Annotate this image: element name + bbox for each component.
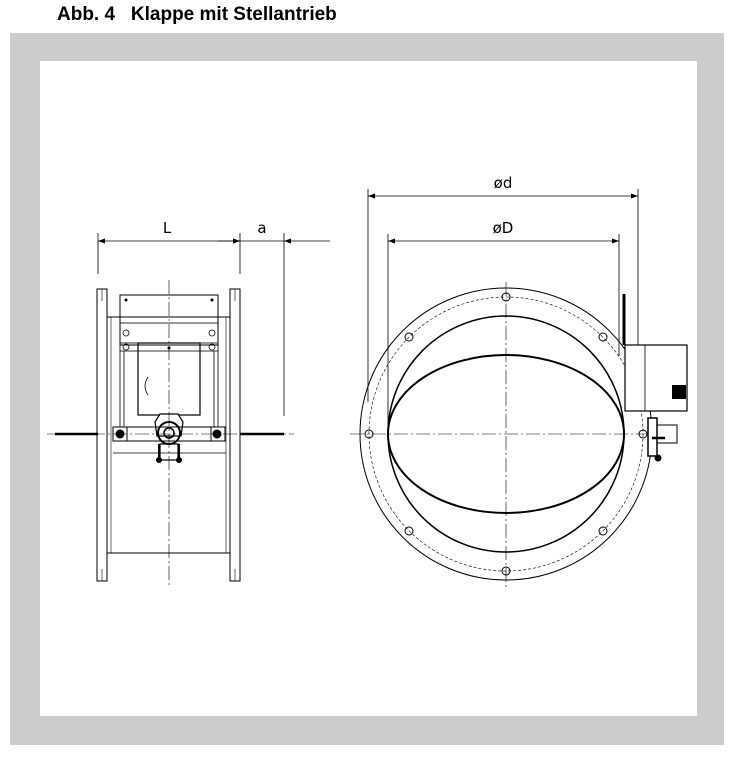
drawing-area: [40, 61, 697, 716]
dimension-L: [97, 233, 241, 274]
right-flange: [229, 288, 241, 582]
figure-caption: Abb. 4 Klappe mit Stellantrieb: [57, 4, 337, 25]
actuator-front: [622, 294, 688, 462]
dimension-outer-diameter: [367, 189, 639, 402]
side-view: [47, 233, 330, 588]
dimension-a: [218, 233, 330, 416]
left-flange: [96, 288, 108, 582]
dimension-label-L: L: [163, 219, 172, 237]
dimension-label-outer-diameter: ød: [494, 174, 513, 192]
dimension-inner-diameter: [387, 234, 620, 430]
front-view: [350, 189, 688, 588]
dimension-label-a: a: [257, 219, 266, 237]
dimension-label-inner-diameter: øD: [493, 219, 514, 237]
